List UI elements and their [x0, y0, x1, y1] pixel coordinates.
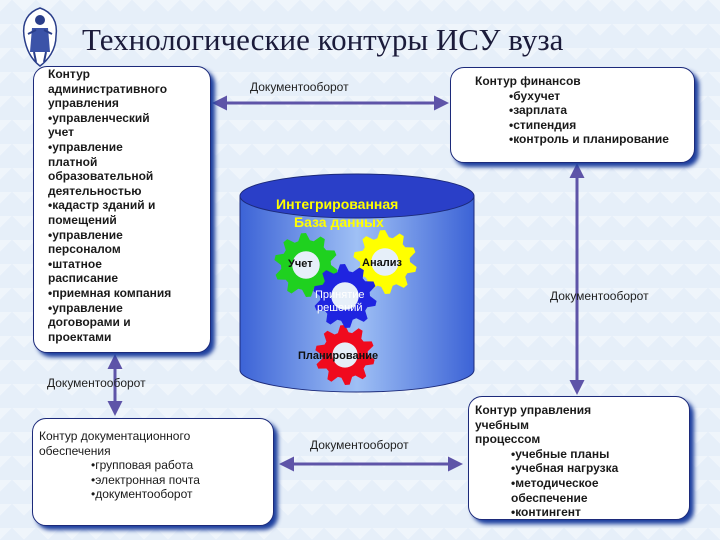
gear-planning-hole [332, 342, 358, 368]
database-title-line1: Интегрированная [276, 196, 399, 212]
database-title-line2: База данных [294, 214, 384, 230]
docs-item: •групповая работа [91, 458, 194, 473]
edu-item: •учебные планы [511, 446, 610, 461]
docs-heading-line1: Контур документационного [39, 429, 191, 443]
admin-line: управления [48, 96, 119, 111]
edu-item: обеспечение [511, 490, 588, 505]
gear-decision-label-2: решений [317, 302, 363, 314]
admin-line: деятельностью [48, 183, 142, 198]
admin-line: •управленческий [48, 110, 150, 125]
admin-line: персоналом [48, 242, 121, 257]
gear-account-label: Учет [288, 258, 313, 270]
admin-line: проектами [48, 329, 112, 344]
admin-line: платной [48, 154, 98, 169]
admin-line: договорами и [48, 315, 131, 330]
admin-line: образовательной [48, 169, 154, 184]
finance-heading: Контур финансов [475, 74, 581, 88]
docs-item: •документооборот [91, 487, 193, 502]
gear-account-hole [292, 251, 320, 279]
edu-item: •методическое [511, 475, 599, 490]
admin-line: •управление [48, 139, 123, 154]
flow-label-left: Документооборот [47, 376, 146, 390]
gear-decision-label-1: Принятие [315, 289, 365, 301]
flow-label-right: Документооборот [550, 289, 649, 303]
edu-heading-line3: процессом [475, 432, 541, 447]
admin-line: учет [48, 125, 75, 140]
edu-item: •контингент [511, 505, 581, 520]
flow-label-top: Документооборот [250, 80, 349, 94]
admin-line: •управление [48, 227, 123, 242]
docs-heading-line2: обеспечения [39, 443, 111, 458]
docs-contour-box: Контур документационного обеспечения •гр… [32, 418, 274, 526]
admin-line: помещений [48, 212, 117, 227]
admin-line: •приемная компания [48, 285, 172, 300]
admin-line: •управление [48, 300, 123, 315]
admin-line: Контур [48, 67, 90, 81]
edu-item: •учебная нагрузка [511, 461, 619, 476]
gear-analysis-hole [371, 248, 399, 276]
edu-heading-line1: Контур управления [475, 403, 592, 417]
admin-line: •штатное [48, 256, 102, 271]
finance-item: •стипендия [509, 117, 577, 132]
docs-item: •электронная почта [91, 472, 200, 487]
admin-line: административного [48, 81, 168, 96]
finance-contour-box: Контур финансов •бухучет•зарплата•стипен… [450, 67, 695, 163]
gear-decision-hole [331, 282, 359, 310]
finance-item: •зарплата [509, 103, 568, 118]
admin-line: •кадастр зданий и [48, 198, 156, 213]
finance-item: •контроль и планирование [509, 132, 669, 147]
university-logo [22, 7, 58, 67]
finance-item: •бухучет [509, 88, 561, 103]
edu-contour-box: Контур управления учебным процессом •уче… [468, 396, 690, 520]
flow-label-bottom: Документооборот [310, 438, 409, 452]
page-title: Технологические контуры ИСУ вуза [82, 22, 564, 57]
gear-analysis-label: Анализ [362, 257, 402, 269]
admin-line: расписание [48, 271, 119, 286]
gear-planning-label: Планирование [298, 350, 379, 362]
edu-heading-line2: учебным [475, 417, 529, 432]
